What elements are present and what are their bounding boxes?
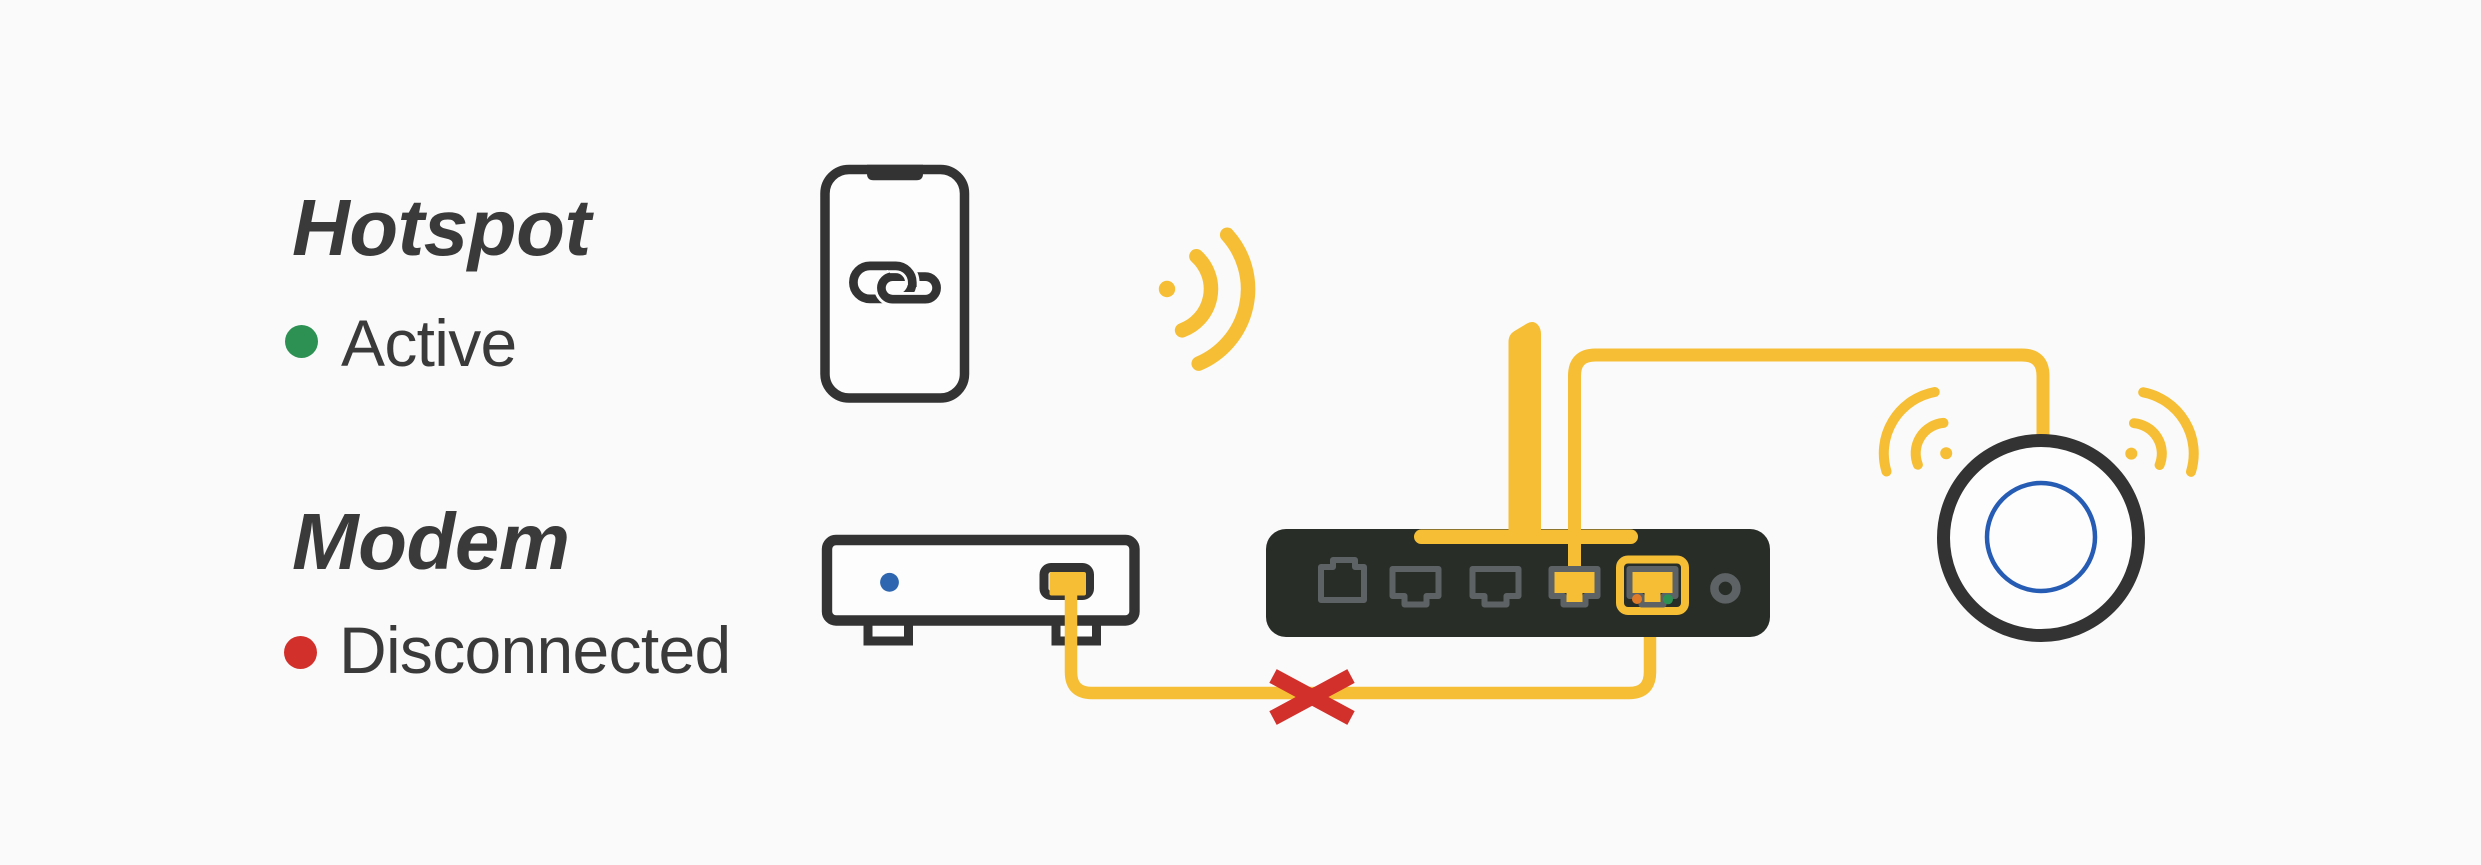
wifi-arc-small <box>2129 418 2167 470</box>
wifi-signal-right-icon <box>2125 387 2199 477</box>
reset-button-icon <box>1710 573 1741 604</box>
port-led-orange <box>1632 594 1642 604</box>
phone-notch <box>867 164 923 181</box>
lan-port-connected <box>1548 566 1601 608</box>
wifi-signal-icon <box>1158 227 1256 371</box>
power-port-icon <box>1318 557 1367 603</box>
modem-icon <box>821 534 1140 646</box>
link-icon <box>849 258 944 307</box>
access-point-ring <box>1984 480 2098 594</box>
wifi-dot <box>1940 447 1953 460</box>
port-highlight-box <box>1616 555 1689 615</box>
modem-led <box>880 572 899 592</box>
wifi-arc-large <box>2138 387 2199 477</box>
hotspot-status-text: Active <box>341 306 517 380</box>
yellow-bar <box>1508 322 1541 532</box>
router-rear-icon <box>1266 322 2050 637</box>
router-cable-mount <box>1414 322 1638 544</box>
access-point-cable <box>1568 348 2050 574</box>
modem-status-text: Disconnected <box>339 613 731 687</box>
yellow-crossbar <box>1414 529 1638 544</box>
modem-body <box>821 534 1140 626</box>
phone-hotspot-icon <box>820 164 970 403</box>
wifi-dot <box>2125 447 2138 460</box>
modem-status-dot <box>284 636 317 669</box>
modem-label: Modem <box>292 497 570 586</box>
x-stroke <box>1269 669 1355 725</box>
hotspot-status-dot <box>285 325 318 358</box>
port-led-green <box>1663 594 1673 605</box>
ethernet-plug <box>1632 572 1673 602</box>
ethernet-port-icon <box>1389 566 1442 608</box>
wifi-arc-large <box>1191 227 1256 371</box>
ethernet-cable-icon <box>1064 584 1657 700</box>
wifi-signal-left-icon <box>1878 387 1953 477</box>
disconnected-x-icon <box>1269 669 1355 725</box>
hotspot-label: Hotspot <box>292 183 591 272</box>
ethernet-port-icon <box>1469 566 1522 608</box>
link-left-loop-overlap <box>888 261 917 287</box>
ethernet-port-icon <box>1548 566 1601 608</box>
wifi-dot <box>1158 280 1176 298</box>
wifi-arc-small <box>1174 249 1219 338</box>
wan-port-highlight-icon <box>1616 555 1689 615</box>
wifi-arc-large <box>1878 387 1940 477</box>
access-point-icon <box>1878 387 2199 642</box>
wifi-arc-small <box>1910 417 1949 470</box>
access-point-body <box>1937 434 2145 642</box>
ethernet-plug <box>1554 572 1595 602</box>
